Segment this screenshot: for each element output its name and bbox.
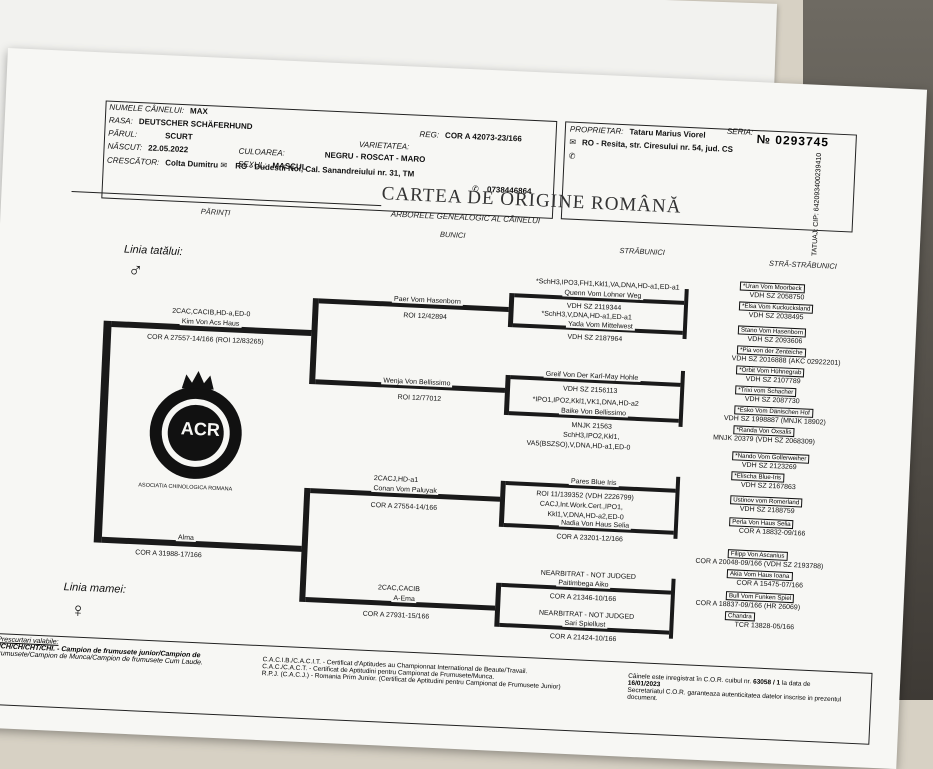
ggp-column: *Uran Vom Moorbeck VDH SZ 2058750 *Elsa … <box>693 280 850 658</box>
reg-label: REG: <box>419 129 440 140</box>
ds-titles: 2CACJ,HD-a1 <box>373 475 419 485</box>
kennel-club-logo <box>149 370 242 479</box>
ggp-reg-13: COR A 15475-07/166 <box>736 579 804 590</box>
dam-name: Alma <box>175 534 197 543</box>
g4-titles: *IPO1,IPO2,Kkl1,VK1,DNA,HD-a2 <box>532 396 639 408</box>
dam-reg: COR A 31988-17/166 <box>135 549 202 560</box>
dam-line-label: Linia mamei: <box>63 581 127 596</box>
envelope-icon: ✉ <box>220 160 228 171</box>
great2-head: STRĂ-STRĂBUNICI <box>768 258 838 271</box>
ggp-reg-1: VDH SZ 2038495 <box>748 311 804 322</box>
sire-titles: 2CAC,CACIB,HD-a,ED-0 <box>172 307 251 319</box>
ggp-name-15: Chandra <box>724 611 755 622</box>
ggp-reg-15: TCR 13828-05/166 <box>734 621 795 632</box>
ds-split <box>498 480 506 527</box>
dd-split <box>494 582 502 627</box>
sire-reg: COR A 27557-14/166 (ROI 12/83265) <box>146 333 264 346</box>
g5-titles: CACJ,Int.Work.Cert.,IPO1, <box>539 500 624 512</box>
dd-name: A-Ema <box>391 594 417 604</box>
g-right-spine-4 <box>668 578 676 639</box>
tattoo-label: TATUAJ: <box>811 228 820 257</box>
g6-reg: COR A 23201-12/166 <box>556 533 624 544</box>
logo-year: 1927 <box>184 466 201 475</box>
born-label: NĂSCUT: <box>107 141 143 153</box>
dd-reg: COR A 27931-15/166 <box>362 610 430 621</box>
trunk-bar <box>93 320 112 543</box>
born: 22.05.2022 <box>147 143 189 155</box>
ggp-reg-11: COR A 18832-09/166 <box>738 527 806 538</box>
ggp-reg-4: VDH SZ 2107789 <box>745 375 801 386</box>
ggp-reg-7: MNJK 20379 (VDH SZ 2068309) <box>712 434 816 447</box>
logo-initials: ACR <box>180 418 221 440</box>
logo-core <box>167 404 224 461</box>
ggp-reg-0: VDH SZ 2058750 <box>749 291 805 302</box>
parents-head: PĂRINȚI <box>200 206 231 218</box>
ggp-reg-2: VDH SZ 2093606 <box>747 335 803 346</box>
g8-reg: COR A 21424-10/166 <box>549 633 617 644</box>
envelope-icon: ✉ <box>569 137 577 147</box>
g7-reg: COR A 21346-10/166 <box>549 593 617 604</box>
dam-bar <box>101 536 302 552</box>
male-icon: ♂ <box>127 259 144 283</box>
dog-name: MAX <box>189 106 208 117</box>
coat-label: PĂRUL: <box>108 128 138 139</box>
g-right-spine-2 <box>678 370 686 427</box>
g4-reg: MNJK 21563 <box>571 421 613 431</box>
coat: SCURT <box>164 131 193 142</box>
dd-titles: 2CAC,CACIB <box>377 584 421 594</box>
ds-reg: COR A 27554-14/166 <box>370 501 438 512</box>
g2-titles: *SchH3,V,DNA,HD-a1,ED-a1 <box>541 310 632 322</box>
ss-reg: ROI 12/42894 <box>403 312 447 322</box>
great-head: STRĂBUNICI <box>619 245 666 258</box>
sd-split <box>503 374 511 416</box>
g4b-titles: SchH3,IPO2,Kkl1, <box>562 431 620 442</box>
registration-date-label: la data de <box>781 679 811 689</box>
g1-titles: *SchH3,IPO3,FH1,Kkl1,VA,DNA,HD-a1,ED-a1 <box>535 278 680 292</box>
ggp-reg-9: VDH SZ 2167863 <box>740 481 796 492</box>
sire-split-bar <box>309 298 319 385</box>
g-right-spine-1 <box>682 288 689 340</box>
dam-split-bar <box>299 487 311 603</box>
ggp-reg-5: VDH SZ 2087730 <box>744 395 800 406</box>
sire-line-label: Linia tatălui: <box>123 243 183 259</box>
g3-reg: VDH SZ 2156113 <box>562 385 618 395</box>
grandparents-head: BUNICI <box>439 229 466 240</box>
ggp-name-9: *Elischa Blue-Iris <box>731 471 785 483</box>
serial-label: SERIA: <box>726 126 754 137</box>
sd-reg: ROI 12/77012 <box>397 394 442 404</box>
g8-titles: NEARBITRAT - NOT JUDGED <box>538 609 635 621</box>
pedigree-document: NUMELE CÂINELUI:MAX RASA:DEUTSCHER SCHÄF… <box>0 48 928 769</box>
ggp-reg-8: VDH SZ 2123269 <box>741 461 797 472</box>
ggp-reg-10: VDH SZ 2188759 <box>739 505 795 516</box>
crown-icon <box>181 370 214 390</box>
ggp-reg-12: COR A 20048-09/166 (VDH SZ 2193788) <box>695 557 824 571</box>
g1-reg: VDH SZ 2119344 <box>566 302 622 313</box>
g7-titles: NEARBITRAT - NOT JUDGED <box>540 569 637 582</box>
g4b-extra: VA5(BSZSO),V,DNA,HD-a1,ED-0 <box>526 439 631 452</box>
ss-split <box>507 292 515 328</box>
owner-phone-icon: ✆ <box>568 151 576 161</box>
g-right-spine-3 <box>673 476 681 539</box>
g2-reg: VDH SZ 2187964 <box>567 333 623 344</box>
female-icon: ♀ <box>70 599 87 623</box>
breed-label: RASA: <box>108 115 134 126</box>
registration-number: 63058 / 1 <box>752 678 781 687</box>
